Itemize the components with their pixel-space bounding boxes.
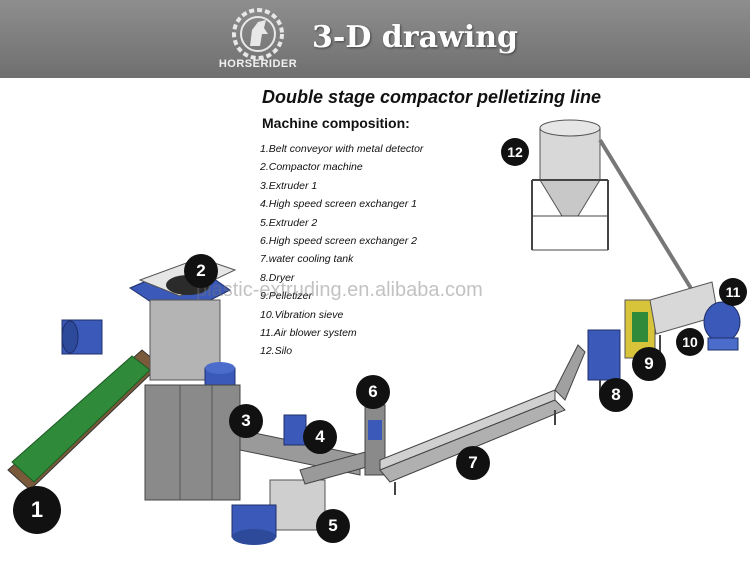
composition-list: 1.Belt conveyor with metal detector 2.Co… xyxy=(260,140,423,361)
screen-exchanger-2 xyxy=(364,404,386,476)
header-bar: HORSERIDER 3-D drawing xyxy=(0,0,750,78)
composition-item: 3.Extruder 1 xyxy=(260,179,318,192)
composition-item: 10.Vibration sieve xyxy=(260,308,344,321)
composition-item: 8.Dryer xyxy=(260,271,295,284)
water-cooling-tank xyxy=(379,344,586,495)
marker-2: 2 xyxy=(184,254,218,288)
marker-7: 7 xyxy=(456,446,490,480)
marker-9: 9 xyxy=(632,347,666,381)
composition-item: 7.water cooling tank xyxy=(260,253,354,266)
watermark: plastic-extruding.en.alibaba.com xyxy=(196,279,483,301)
marker-8: 8 xyxy=(599,378,633,412)
air-blower xyxy=(703,301,741,351)
diagram-title: Double stage compactor pelletizing line xyxy=(262,87,602,107)
extruder-2 xyxy=(231,447,386,545)
composition-item: 2.Compactor machine xyxy=(260,161,363,174)
marker-5: 5 xyxy=(316,509,350,543)
marker-12: 12 xyxy=(501,138,529,166)
composition-item: 1.Belt conveyor with metal detector xyxy=(260,143,424,155)
dryer xyxy=(587,329,621,395)
page-title: 3-D drawing xyxy=(312,20,519,55)
composition-item: 11.Air blower system xyxy=(260,326,357,339)
marker-4: 4 xyxy=(303,420,337,454)
silo xyxy=(531,119,694,292)
composition-item: 6.High speed screen exchanger 2 xyxy=(260,234,418,247)
composition-item: 5.Extruder 2 xyxy=(260,216,318,229)
marker-1: 1 xyxy=(13,486,61,534)
composition-heading: Machine composition: xyxy=(262,115,410,131)
composition-item: 4.High speed screen exchanger 1 xyxy=(260,198,418,211)
marker-11: 11 xyxy=(719,278,747,306)
horse-logo-icon xyxy=(232,8,284,60)
composition-item: 9.Pelletizer xyxy=(260,290,312,303)
marker-10: 10 xyxy=(676,328,704,356)
marker-6: 6 xyxy=(356,375,390,409)
logo-text: HORSERIDER xyxy=(218,58,298,70)
belt-conveyor xyxy=(7,319,161,505)
composition-item: 12.Silo xyxy=(260,345,293,358)
marker-3: 3 xyxy=(229,404,263,438)
